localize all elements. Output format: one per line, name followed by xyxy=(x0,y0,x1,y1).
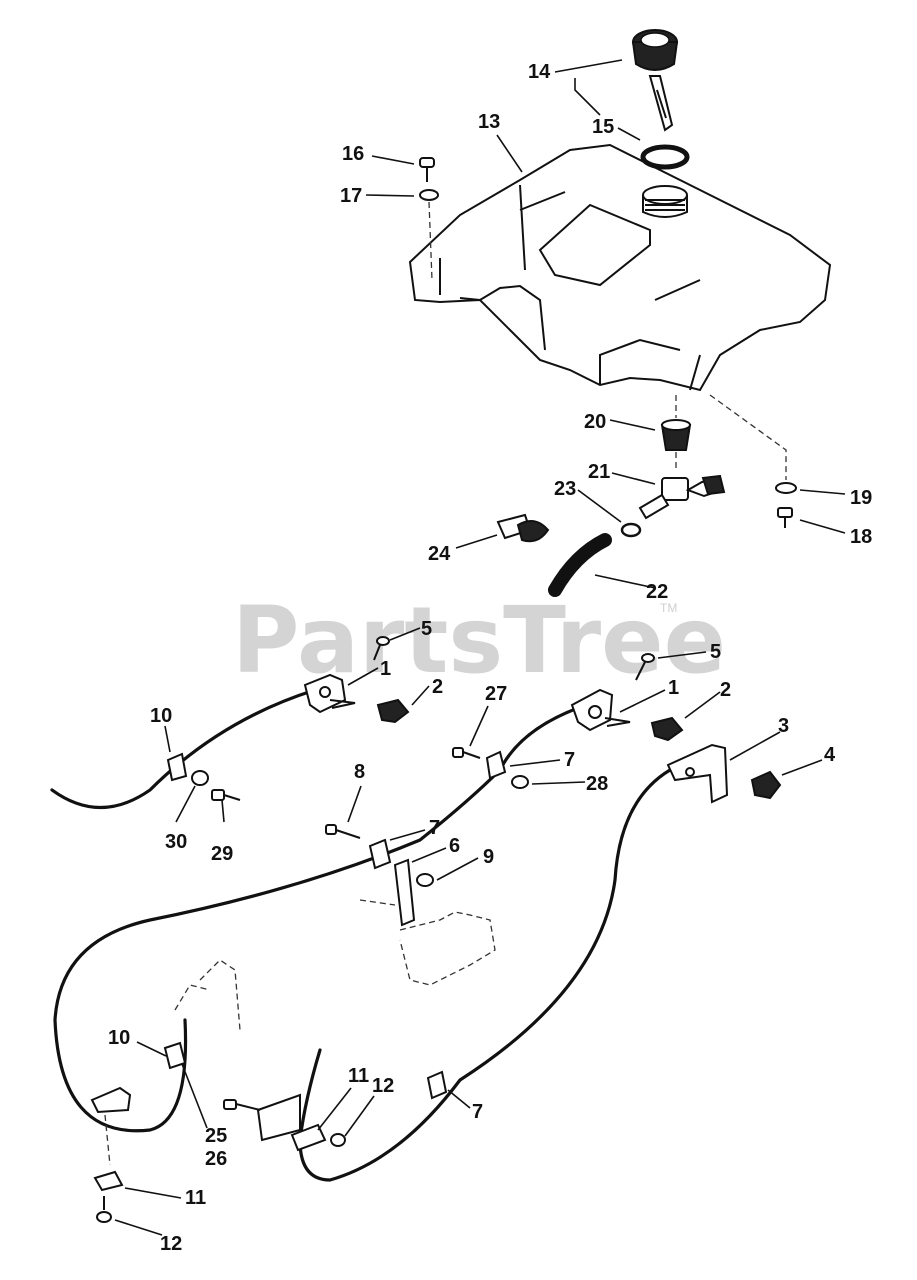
callout-15: 15 xyxy=(592,116,614,138)
callout-20: 20 xyxy=(584,411,606,433)
callout-24: 24 xyxy=(428,543,451,565)
throttle-bracket xyxy=(666,743,729,804)
screw-12-lower-left xyxy=(96,1196,112,1223)
screw-5-left xyxy=(373,636,390,661)
callout-7-b: 7 xyxy=(429,817,440,839)
screw-5-right xyxy=(635,653,655,681)
callout-30: 30 xyxy=(165,831,187,853)
watermark-trademark: TM xyxy=(660,601,677,615)
control-bracket-right xyxy=(570,688,631,732)
callout-6: 6 xyxy=(449,835,460,857)
callout-13: 13 xyxy=(478,111,500,133)
callout-17: 17 xyxy=(340,185,362,207)
nut-28 xyxy=(511,775,529,789)
callout-16: 16 xyxy=(342,143,364,165)
fuel-gauge-cap xyxy=(631,29,679,132)
callout-2-right: 2 xyxy=(720,679,731,701)
callout-27: 27 xyxy=(485,683,507,705)
cable-right xyxy=(298,768,672,1182)
washer-19 xyxy=(775,482,797,494)
callout-10-lower: 10 xyxy=(108,1027,130,1049)
cable-clamp-7a xyxy=(485,750,507,780)
bolt-8 xyxy=(325,824,361,839)
bolt-lower-center xyxy=(223,1099,261,1111)
callout-12-center: 12 xyxy=(372,1075,394,1097)
callout-11-lower-left: 11 xyxy=(185,1187,206,1209)
bushing-20 xyxy=(660,419,692,451)
control-bracket-left xyxy=(303,673,356,714)
callout-1-right: 1 xyxy=(668,677,679,699)
cable-left-upper xyxy=(50,688,317,809)
fuel-tank xyxy=(408,143,832,392)
shutoff-valve xyxy=(638,474,726,520)
bracket-lower-center xyxy=(256,1093,301,1142)
nut-9 xyxy=(416,873,434,887)
callout-29: 29 xyxy=(211,843,233,865)
fuel-hose xyxy=(548,533,612,597)
callout-10-upper: 10 xyxy=(150,705,172,727)
knob-left xyxy=(376,698,410,724)
cable-clamp-7c xyxy=(426,1070,448,1100)
callout-2-left: 2 xyxy=(432,676,443,698)
callout-25: 25 xyxy=(205,1125,227,1147)
screw-12-lower-center xyxy=(330,1133,346,1147)
callout-23: 23 xyxy=(554,478,576,500)
callout-18: 18 xyxy=(850,526,872,548)
callout-12-lower-left: 12 xyxy=(160,1233,182,1255)
callout-7-c: 7 xyxy=(472,1101,483,1123)
hose-clip xyxy=(496,513,550,543)
clip-11-lower-center xyxy=(290,1123,327,1152)
knob-right xyxy=(650,716,684,742)
cable-clamp-10-upper xyxy=(166,752,188,782)
callout-5-left: 5 xyxy=(421,618,432,640)
throttle-knob xyxy=(750,770,782,800)
cable-clamp-10-lower xyxy=(163,1041,187,1070)
watermark-text: PartsTree xyxy=(232,587,726,694)
bracket-lower-left xyxy=(90,1086,132,1114)
bolt-18 xyxy=(777,507,793,528)
callout-19: 19 xyxy=(850,487,872,509)
bolt-27 xyxy=(452,747,481,759)
callout-4: 4 xyxy=(824,744,836,766)
frame-reference xyxy=(174,899,496,1031)
callout-labels: 14 15 13 16 17 20 21 23 24 22 19 18 5 1 … xyxy=(108,61,872,1255)
mounting-strap-6 xyxy=(393,858,416,927)
bolt-29 xyxy=(211,789,241,801)
callout-21: 21 xyxy=(588,461,610,483)
callout-26: 26 xyxy=(205,1148,227,1170)
bolt-16 xyxy=(419,157,435,182)
callout-11-center: 11 xyxy=(348,1065,369,1087)
cable-clamp-7b xyxy=(368,838,392,870)
callout-3: 3 xyxy=(778,715,789,737)
washer-30 xyxy=(191,770,209,786)
washer-17 xyxy=(419,189,439,201)
callout-9: 9 xyxy=(483,846,494,868)
callout-7-a: 7 xyxy=(564,749,575,771)
callout-8: 8 xyxy=(354,761,365,783)
callout-22: 22 xyxy=(646,581,668,603)
callout-14: 14 xyxy=(528,61,551,83)
callout-1-left: 1 xyxy=(380,658,391,680)
gasket xyxy=(640,144,690,170)
callout-28: 28 xyxy=(586,773,608,795)
clip-11-lower-left xyxy=(93,1170,124,1192)
leader-lines xyxy=(114,59,846,1236)
callout-5-right: 5 xyxy=(710,641,721,663)
hose-clamp-23 xyxy=(620,522,642,538)
